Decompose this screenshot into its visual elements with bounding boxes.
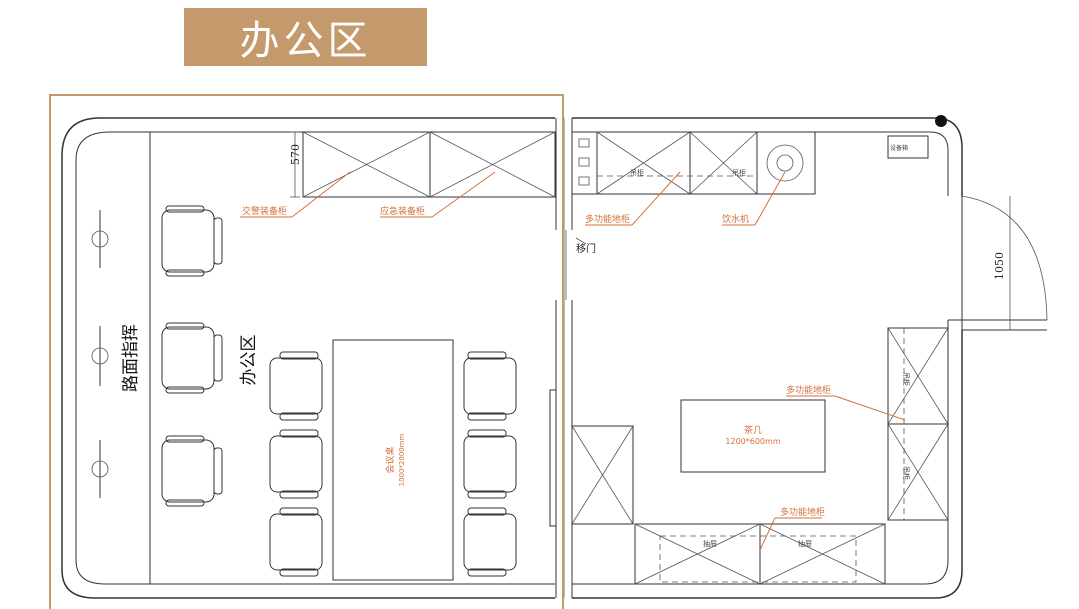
equipment-box-label: 设备箱 [890,144,908,152]
side-cabinet-top-label: 吊柜 [902,372,911,386]
meeting-chairs-right [463,351,517,577]
page-title: 办公区 [239,18,372,64]
office-zone-label: 办公区 [239,335,259,386]
side-chairs [161,205,223,507]
traffic-cabinet-label: 交警装备柜 [242,205,287,217]
sliding-door-label: 移门 [576,242,596,255]
drawer-right-label: 抽屉 [798,539,812,548]
multi-cabinet-bottom-label: 多功能地柜 [780,506,825,518]
door-width-dimension: 1050 [993,252,1006,280]
multi-cabinet-right-label: 多功能地柜 [786,384,831,396]
meeting-table-size: 1000*2000mm [398,433,406,486]
cabinet-depth-dimension: 570 [289,144,302,165]
partition-panel [549,389,557,527]
meeting-table-label: 会议桌 [384,446,396,473]
multi-cabinet-top-label: 多功能地柜 [585,213,630,225]
corner-cabinet [571,425,634,525]
top-cabinets [571,131,929,195]
swing-door [961,195,1048,330]
bottom-cabinets [634,523,886,585]
water-dispenser-label: 饮水机 [722,213,749,225]
side-cabinet [887,327,949,521]
emergency-cabinet-label: 应急装备柜 [380,205,425,217]
meeting-chairs-left [269,351,323,577]
equipment-cabinets [290,131,556,198]
drawer-left-label: 抽屉 [703,539,717,548]
title-banner: 办公区 [184,8,427,66]
meeting-table [332,339,454,581]
tea-table-label: 茶几 [744,424,762,436]
hanging-cabinet-left-label: 吊柜 [630,168,644,177]
side-cabinet-bottom-label: 吊柜 [902,466,911,480]
hanging-cabinet-right-label: 吊柜 [732,168,746,177]
tea-table-size: 1200*600mm [725,437,780,446]
road-command-label: 路面指挥 [121,324,141,392]
wall-fixtures [91,210,109,498]
tea-table [680,399,826,473]
office-zone-highlight [49,94,564,609]
